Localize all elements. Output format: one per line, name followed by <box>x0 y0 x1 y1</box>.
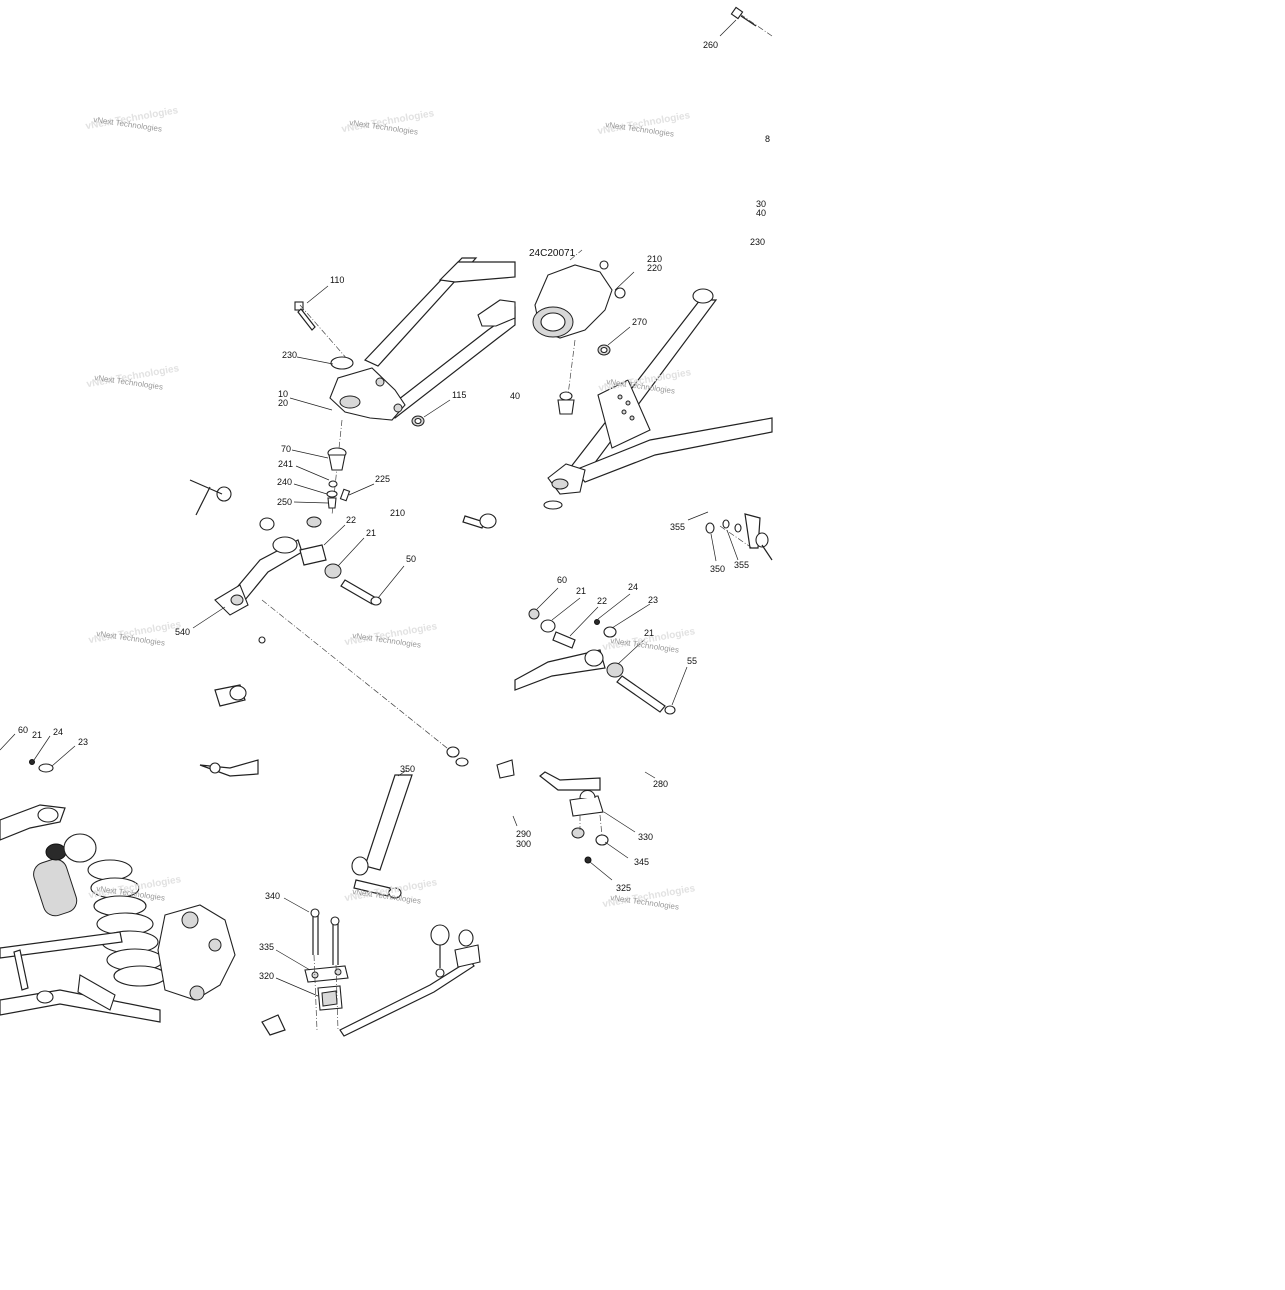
callout-22-b: 22 <box>597 596 607 606</box>
callout-335: 335 <box>259 942 274 952</box>
misc-pieces-left <box>29 636 266 777</box>
nut-115 <box>411 415 425 427</box>
callout-300: 300 <box>516 839 531 849</box>
callout-325: 325 <box>616 883 631 893</box>
callout-355: 355 <box>670 522 685 532</box>
callout-240: 240 <box>277 477 292 487</box>
callout-21-c: 21 <box>644 628 654 638</box>
callout-350-b: 350 <box>400 764 415 774</box>
leader-lines <box>0 19 739 997</box>
callout-290: 290 <box>516 829 531 839</box>
knuckle-210 <box>532 249 626 396</box>
callout-21-d: 21 <box>32 730 42 740</box>
callout-115: 115 <box>452 390 466 400</box>
callout-330: 330 <box>638 832 653 842</box>
callout-210-partial: 210 <box>390 508 405 518</box>
lower-a-arm-center <box>543 288 773 510</box>
callout-24: 24 <box>628 582 638 592</box>
callout-345: 345 <box>634 857 649 867</box>
callout-540: 540 <box>175 627 190 637</box>
bolt-260 <box>730 6 773 37</box>
callout-241: 241 <box>278 459 293 469</box>
callout-270: 270 <box>632 317 647 327</box>
callout-21: 21 <box>366 528 376 538</box>
callout-22: 22 <box>346 515 356 525</box>
shock-absorber-assembly <box>0 804 236 1023</box>
callout-40: 40 <box>756 208 766 218</box>
callout-20: 20 <box>278 398 288 408</box>
callout-23-b: 23 <box>78 737 88 747</box>
stabilizer-bar-center <box>261 746 515 1037</box>
callout-50: 50 <box>406 554 416 564</box>
callout-40-center: 40 <box>510 391 520 401</box>
drawing-code: 24C20071 <box>529 248 576 259</box>
callout-70: 70 <box>281 444 291 454</box>
callout-225: 225 <box>375 474 390 484</box>
bolt-110 <box>294 301 349 361</box>
upper-a-arm-left <box>329 257 516 421</box>
callout-340: 340 <box>265 891 280 901</box>
callout-220: 220 <box>647 263 662 273</box>
ring-230 <box>330 356 354 370</box>
ball-joint-70 <box>326 419 351 516</box>
callout-350: 350 <box>710 564 725 574</box>
callout-55: 55 <box>687 656 697 666</box>
callout-210: 210 <box>647 254 662 264</box>
callout-260: 260 <box>703 40 718 50</box>
bushing-set-center <box>462 513 676 715</box>
callout-23: 23 <box>648 595 658 605</box>
callout-8: 8 <box>765 134 770 144</box>
nut-270 <box>597 344 611 356</box>
callout-355-b: 355 <box>734 560 749 570</box>
callout-230-right: 230 <box>750 237 765 247</box>
ball-joint-center <box>557 391 575 415</box>
bar-clamp-right <box>539 771 609 864</box>
callout-280: 280 <box>653 779 668 789</box>
callout-60-b: 60 <box>18 725 28 735</box>
callout-10: 10 <box>278 389 288 399</box>
callout-320: 320 <box>259 971 274 981</box>
callout-250: 250 <box>277 497 292 507</box>
callout-230: 230 <box>282 350 297 360</box>
callout-110: 110 <box>330 275 344 285</box>
callout-21-b: 21 <box>576 586 586 596</box>
stabilizer-link-right <box>705 513 773 561</box>
callout-60: 60 <box>557 575 567 585</box>
callout-24-b: 24 <box>53 727 63 737</box>
callout-30: 30 <box>756 199 766 209</box>
lower-arm-left <box>189 479 453 753</box>
